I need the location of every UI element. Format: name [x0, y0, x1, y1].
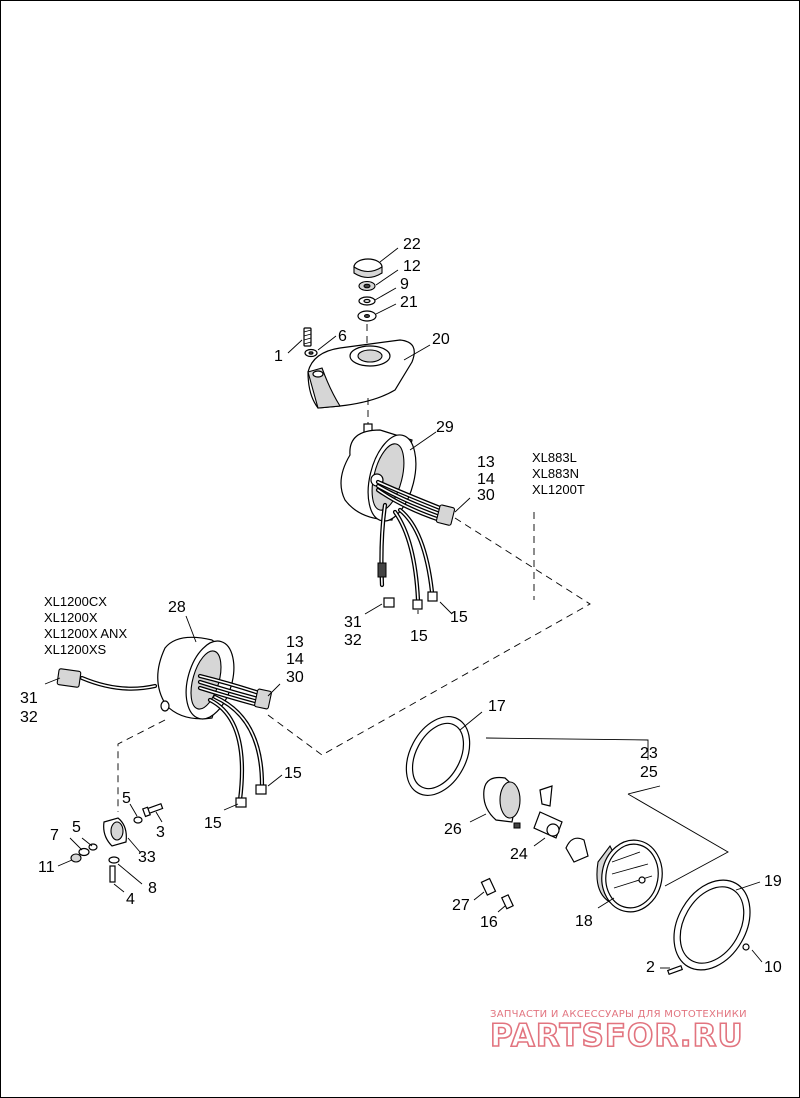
washer-7 [78, 847, 90, 857]
label-3: 3 [156, 824, 165, 841]
label-28: 28 [168, 599, 186, 616]
screw-3 [141, 802, 164, 818]
trim-ring-17 [405, 716, 471, 796]
model-list-left: XL1200CX XL1200X XL1200X ANX XL1200XS [44, 594, 127, 657]
label-26: 26 [444, 821, 462, 838]
washer-10 [742, 943, 750, 951]
watermark-brand: PARTSFOR.RU [490, 1018, 744, 1054]
mount-bracket-20 [307, 339, 415, 409]
label-24: 24 [510, 846, 528, 863]
label-15-upper-b: 15 [450, 609, 468, 626]
label-18: 18 [575, 913, 593, 930]
nut-12 [358, 280, 376, 292]
label-22: 22 [403, 236, 421, 253]
label-9: 9 [400, 276, 409, 293]
washer-5-upper [133, 816, 143, 824]
model-left-0: XL1200CX [44, 594, 107, 609]
label-14-upper: 14 [477, 471, 495, 488]
label-27: 27 [452, 897, 470, 914]
bulb-27 [480, 877, 497, 896]
reflector-lens-18 [596, 839, 663, 913]
label-1: 1 [274, 348, 283, 365]
watermark: ЗАПЧАСТИ И АКСЕССУАРЫ ДЛЯ МОТОТЕХНИКИ PA… [489, 1009, 747, 1055]
model-list-right: XL883L XL883N XL1200T [532, 450, 585, 497]
wire-harness-upper [375, 479, 456, 610]
label-11: 11 [38, 859, 55, 876]
label-30-upper: 30 [477, 487, 495, 504]
mount-axis [117, 719, 166, 812]
model-right-0: XL883L [532, 450, 577, 465]
label-12: 12 [403, 258, 421, 275]
leader-lines [44, 247, 763, 969]
label-30-lower: 30 [286, 669, 304, 686]
label-17: 17 [488, 698, 506, 715]
label-21: 21 [400, 294, 418, 311]
socket-26 [483, 776, 521, 829]
label-15-upper-a: 15 [410, 628, 428, 645]
label-31-upper: 31 [344, 614, 362, 631]
bulb-16 [500, 894, 514, 910]
screw-2 [666, 964, 684, 976]
bulb-24 [533, 785, 563, 839]
model-left-2: XL1200X ANX [44, 626, 127, 641]
label-5-lower: 5 [72, 819, 81, 836]
label-7: 7 [50, 827, 59, 844]
washer-8 [108, 856, 120, 864]
model-right-1: XL883N [532, 466, 579, 481]
washer-6 [304, 348, 318, 358]
wire-harness-lower [56, 668, 272, 808]
label-16: 16 [480, 914, 498, 931]
label-33: 33 [138, 849, 156, 866]
top-cap-22 [353, 258, 383, 279]
watermark-tagline: ЗАПЧАСТИ И АКСЕССУАРЫ ДЛЯ МОТОТЕХНИКИ [490, 1009, 747, 1020]
connection-dash-harness [267, 517, 591, 756]
label-14-lower: 14 [286, 651, 304, 668]
bolt-1 [303, 327, 312, 347]
label-15-lower-b: 15 [204, 815, 222, 832]
label-8: 8 [148, 880, 157, 897]
mount-block-33 [103, 817, 127, 847]
label-32-upper: 32 [344, 632, 362, 649]
label-4: 4 [126, 891, 135, 908]
washer-9 [358, 296, 376, 306]
part-labels: 22 12 9 21 1 6 20 29 13 14 30 31 32 15 1… [20, 236, 782, 976]
label-31-lower: 31 [20, 690, 38, 707]
model-left-1: XL1200X [44, 610, 98, 625]
label-32-lower: 32 [20, 709, 38, 726]
outer-ring-19 [673, 879, 751, 971]
label-5-upper: 5 [122, 790, 131, 807]
label-13-lower: 13 [286, 634, 304, 651]
model-left-3: XL1200XS [44, 642, 106, 657]
label-25: 25 [640, 764, 658, 781]
bulb-connector [565, 837, 589, 863]
label-29: 29 [436, 419, 454, 436]
label-20: 20 [432, 331, 450, 348]
washer-21 [357, 310, 377, 322]
label-6: 6 [338, 328, 347, 345]
label-19: 19 [764, 873, 782, 890]
label-2: 2 [646, 959, 655, 976]
label-13-upper: 13 [477, 454, 495, 471]
label-10: 10 [764, 959, 782, 976]
label-15-lower-a: 15 [284, 765, 302, 782]
label-23: 23 [640, 745, 658, 762]
nut-11 [70, 853, 82, 863]
screw-4 [109, 865, 116, 883]
model-right-2: XL1200T [532, 482, 585, 497]
